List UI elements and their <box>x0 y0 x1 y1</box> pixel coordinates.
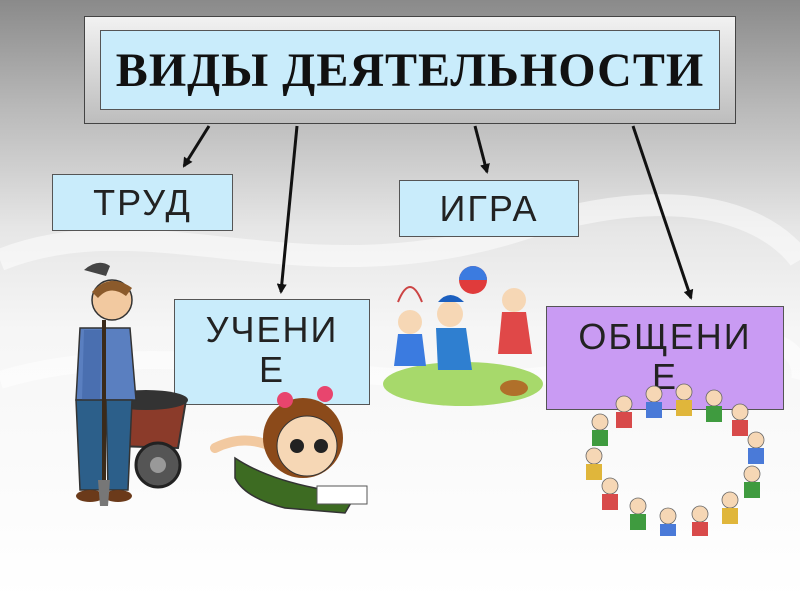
title-box: ВИДЫ ДЕЯТЕЛЬНОСТИ <box>100 30 720 110</box>
node-uchenie-label-line2: Е <box>258 349 285 390</box>
worker-with-wheelbarrow-illustration <box>75 262 188 506</box>
node-igra-label: ИГРА <box>439 187 539 229</box>
node-uchenie: УЧЕНИ Е <box>174 299 370 405</box>
children-playing-illustration <box>383 266 543 406</box>
node-obshchenie-label-line1: ОБЩЕНИ <box>578 316 752 357</box>
node-uchenie-label-line1: УЧЕНИ <box>205 309 339 350</box>
node-igra: ИГРА <box>399 180 579 237</box>
diagram-title: ВИДЫ ДЕЯТЕЛЬНОСТИ <box>115 43 705 97</box>
children-circle-illustration <box>585 383 765 536</box>
node-obshchenie: ОБЩЕНИ Е <box>546 306 784 410</box>
node-trud-label: ТРУД <box>93 181 192 223</box>
girl-reading-illustration <box>210 386 368 514</box>
node-trud: ТРУД <box>52 174 233 231</box>
